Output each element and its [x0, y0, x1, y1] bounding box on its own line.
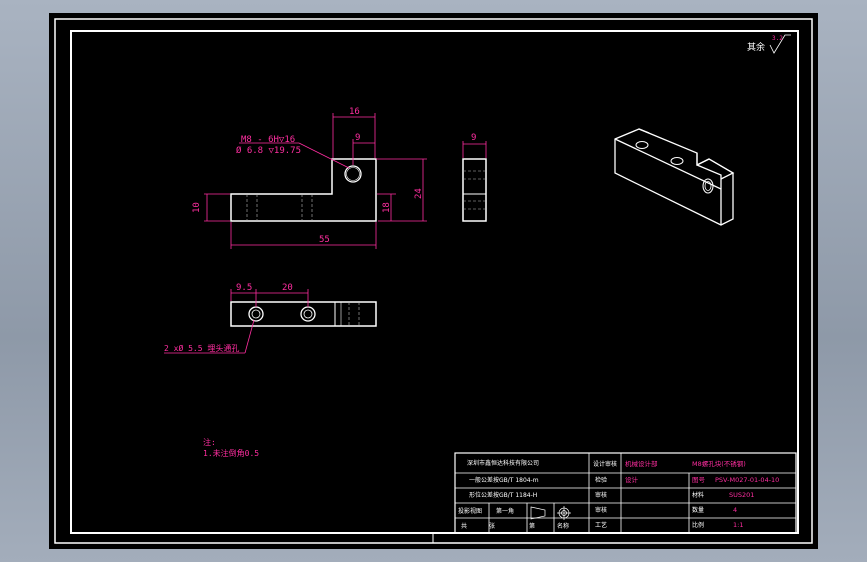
svg-text:20: 20 [282, 283, 293, 293]
svg-text:图号: 图号 [692, 476, 706, 484]
svg-text:第一角: 第一角 [496, 507, 514, 515]
svg-text:工艺: 工艺 [595, 521, 607, 529]
roughness-symbol: 其余 3.2 [747, 34, 791, 54]
svg-text:4: 4 [733, 506, 737, 514]
svg-text:其余: 其余 [747, 41, 765, 53]
svg-text:审核: 审核 [595, 491, 607, 499]
svg-text:一般公差按GB/T 1804-m: 一般公差按GB/T 1804-m [469, 476, 539, 484]
svg-text:材料: 材料 [692, 491, 704, 499]
svg-text:设计审核: 设计审核 [593, 460, 617, 468]
svg-text:10: 10 [192, 202, 202, 213]
svg-text:第: 第 [529, 522, 535, 530]
svg-text:数量: 数量 [692, 506, 704, 514]
svg-text:9: 9 [471, 133, 476, 143]
svg-text:审核: 审核 [595, 506, 607, 514]
technical-notes: 注: 1.未注倒角0.5 [203, 437, 259, 458]
svg-text:9.5: 9.5 [236, 283, 252, 293]
top-view: 9.5 20 2 xØ 5.5 埋头通孔 [164, 283, 377, 354]
svg-text:Ø 6.8 ▽19.75: Ø 6.8 ▽19.75 [236, 145, 301, 156]
svg-text:检验: 检验 [595, 476, 607, 484]
svg-text:PSV-M027-01-04-10: PSV-M027-01-04-10 [715, 476, 779, 484]
svg-text:注:: 注: [203, 437, 216, 447]
svg-text:投影视图: 投影视图 [458, 507, 482, 515]
svg-text:设计: 设计 [625, 475, 639, 484]
svg-text:张: 张 [489, 522, 495, 530]
svg-text:3.2: 3.2 [772, 35, 783, 42]
svg-text:共: 共 [461, 522, 467, 530]
svg-text:M8 - 6H▽16: M8 - 6H▽16 [241, 135, 295, 145]
svg-text:形位公差按GB/T 1184-H: 形位公差按GB/T 1184-H [469, 491, 537, 499]
front-view: 16 9 M8 - 6H▽16 Ø 6.8 ▽19.75 10 18 24 55 [192, 107, 427, 249]
svg-text:1.未注倒角0.5: 1.未注倒角0.5 [203, 448, 259, 458]
svg-text:2 xØ 5.5 埋头通孔: 2 xØ 5.5 埋头通孔 [164, 343, 239, 353]
title-block: 深圳市鑫恒达科技有限公司 一般公差按GB/T 1804-m 形位公差按GB/T … [454, 452, 797, 534]
svg-text:18: 18 [382, 202, 392, 213]
isometric-view [614, 128, 735, 226]
svg-text:M8螺孔块(不锈钢): M8螺孔块(不锈钢) [692, 459, 746, 468]
cad-drawing: 其余 3.2 16 9 M8 - 6H▽16 Ø 6.8 ▽19.7 [54, 18, 813, 544]
svg-text:机械设计部: 机械设计部 [625, 459, 658, 468]
svg-text:9: 9 [355, 133, 360, 143]
svg-text:24: 24 [414, 188, 424, 199]
svg-text:深圳市鑫恒达科技有限公司: 深圳市鑫恒达科技有限公司 [467, 459, 539, 467]
svg-text:1:1: 1:1 [733, 521, 743, 529]
svg-text:SUS201: SUS201 [729, 491, 754, 499]
svg-text:名称: 名称 [557, 522, 569, 530]
inner-border [70, 30, 799, 534]
svg-text:55: 55 [319, 235, 330, 245]
side-view: 9 [462, 133, 487, 222]
projection-symbol-icon [530, 506, 571, 520]
svg-text:16: 16 [349, 107, 360, 117]
drawing-sheet: 其余 3.2 16 9 M8 - 6H▽16 Ø 6.8 ▽19.7 [49, 13, 818, 549]
svg-text:比例: 比例 [692, 521, 704, 529]
